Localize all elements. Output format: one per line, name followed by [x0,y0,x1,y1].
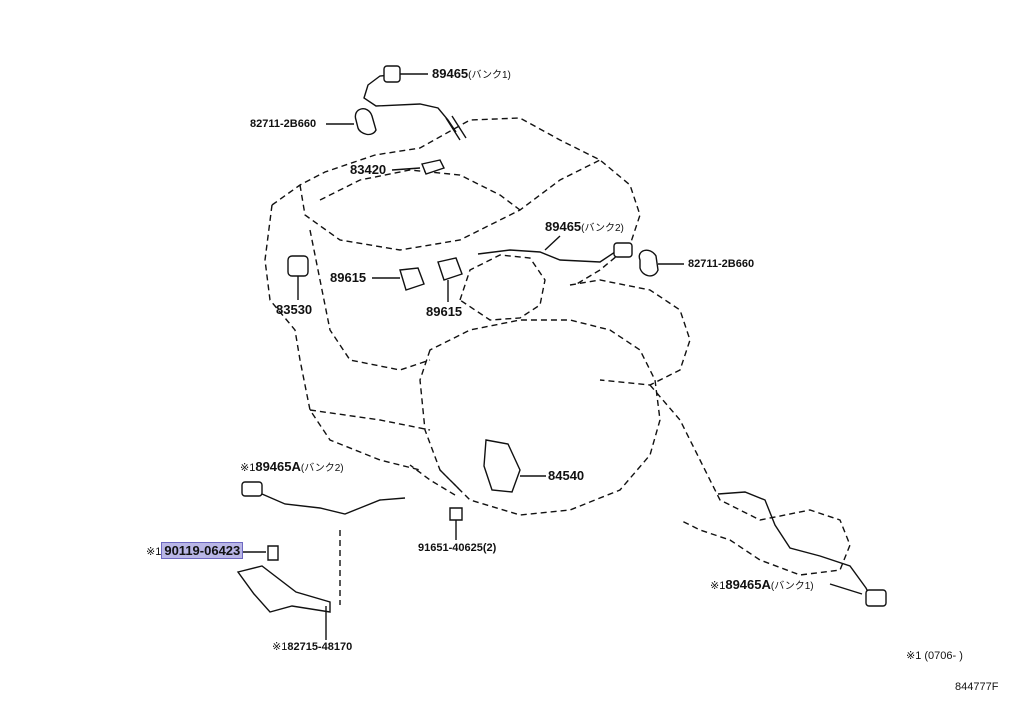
engine-head-ridge [319,169,521,211]
sensor-tip-bank1 [445,115,467,141]
transmission-right [569,279,691,386]
label-89615-left[interactable]: 89615 [330,270,367,285]
knock-sensor-left [399,267,425,291]
engine-outline-side [264,204,421,471]
front-cover [459,254,546,321]
bolt-91651 [449,507,463,521]
clamp-82711-right [638,249,659,277]
engine-lower [309,409,461,491]
sensor-83420 [421,159,445,175]
label-89465-bank1[interactable]: 89465(バンク1) [432,66,511,82]
exhaust-pipe-right [649,384,851,576]
knock-sensor-right [437,257,463,281]
clamp-82711-top [354,108,377,136]
connector-89465-bank1 [383,65,401,83]
bellhousing [419,319,661,516]
lead-line-84540 [409,464,456,496]
harness-89465-bank2 [477,249,619,263]
label-83420[interactable]: 83420 [350,162,387,177]
label-89465-bank2[interactable]: 89465(バンク2) [545,219,624,235]
label-89465A-bank1[interactable]: ※189465A(バンク1) [710,577,814,593]
label-83530[interactable]: 83530 [276,302,313,317]
engine-outline-left [271,117,641,286]
footnote: ※1 (0706- ) [906,650,963,662]
leader-83420 [391,167,421,171]
harness-89465-bank1 [363,74,457,133]
label-84540[interactable]: 84540 [548,468,585,483]
figure-code: 844777F [955,681,999,693]
connector-89465-bank2 [613,242,633,258]
leader-89465A-bank1 [829,583,863,595]
label-89465A-bank2[interactable]: ※189465A(バンク2) [240,459,344,475]
label-91651[interactable]: 91651-40625(2) [418,542,497,554]
sensor-83530 [287,255,309,277]
highlighted-part-number[interactable]: 90119-06423 [161,542,244,559]
harness-89465A-bank1 [717,491,873,601]
engine-inner-line [309,229,431,371]
bolt-90119 [267,545,279,561]
label-82715[interactable]: ※182715-48170 [272,641,353,653]
connector-89465A-bank1 [865,589,887,607]
leader-89465-bank2 [544,235,561,251]
label-89615-right[interactable]: 89615 [426,304,463,319]
bracket-82715 [236,565,331,613]
harness-89465A-bank2 [247,487,406,515]
connector-89465A-bank2 [241,481,263,497]
sensor-84540 [483,439,521,493]
label-82711-right[interactable]: 82711-2B660 [688,258,755,270]
label-82711-top[interactable]: 82711-2B660 [250,118,317,130]
engine-outline-top [299,159,601,251]
